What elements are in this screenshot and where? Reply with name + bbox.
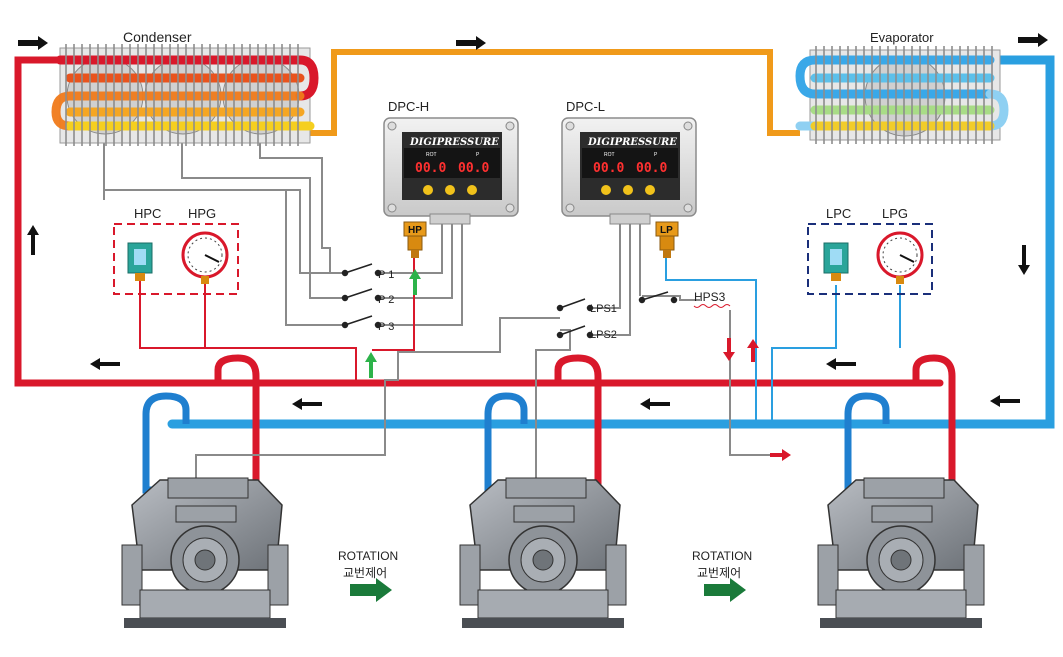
green-arrows (365, 269, 421, 378)
condenser (51, 44, 319, 146)
arrow-left-icon (292, 398, 322, 410)
rotation-1-label: ROTATION (338, 549, 398, 563)
up-button[interactable] (601, 185, 611, 195)
hpg-label: HPG (188, 206, 216, 221)
arrow-up-icon (747, 339, 759, 362)
lpc-switch (823, 242, 849, 274)
suction-loops (142, 392, 890, 494)
lps1-label: LPS1 (590, 303, 617, 315)
rotation-1-kr-label: 교번제어 (343, 566, 387, 580)
set-button[interactable] (645, 185, 655, 195)
rotation-2-kr-label: 교번제어 (697, 566, 741, 580)
relay-contacts (341, 263, 678, 339)
hps3-label: HPS3 (694, 290, 726, 304)
condenser-label: Condenser (123, 29, 192, 45)
dpc-h-rot-label: ROT (426, 152, 437, 158)
dpc-l-display-left: 00.0 (593, 161, 624, 176)
dpc-l-controller (561, 117, 697, 225)
dpc-l-brand: DIGIPRESSURE (587, 137, 677, 148)
arrow-left-icon (90, 358, 120, 370)
compressor-2 (459, 477, 627, 628)
dpc-h-display-left: 00.0 (415, 161, 446, 176)
arrow-down-icon (1018, 245, 1030, 275)
hpc-label: HPC (134, 206, 161, 221)
arrow-down-icon (723, 338, 735, 361)
down-button[interactable] (445, 185, 455, 195)
p3-label: P 3 (378, 321, 394, 333)
dpc-h-display-right: 00.0 (458, 161, 489, 176)
arrow-up-icon (409, 269, 421, 295)
arrow-left-icon (826, 358, 856, 370)
p2-label: P 2 (378, 294, 394, 306)
arrow-right-icon (456, 36, 486, 50)
up-button[interactable] (423, 185, 433, 195)
lps2-label: LPS2 (590, 329, 617, 341)
arrow-left-icon (640, 398, 670, 410)
lpc-lpg-box (807, 223, 933, 295)
arrow-right-icon (18, 36, 48, 50)
arrow-up-icon (27, 225, 39, 255)
dpc-l-p-label: P (654, 152, 658, 158)
down-button[interactable] (623, 185, 633, 195)
discharge-loops (214, 354, 956, 520)
flow-arrows (18, 33, 1048, 410)
lp-label: LP (660, 225, 673, 236)
hpc-hpg-box (113, 223, 239, 295)
dpc-l-buttons (601, 185, 655, 195)
rotation-2-label: ROTATION (692, 549, 752, 563)
set-button[interactable] (467, 185, 477, 195)
lp-sense-lines (665, 255, 901, 424)
hp-pressure-sensor (403, 221, 427, 258)
high-pressure-loop (14, 56, 944, 387)
p1-label: P 1 (378, 269, 394, 281)
arrow-right-icon (770, 449, 791, 461)
compressor-3 (817, 477, 985, 628)
red-arrows (723, 338, 791, 461)
evaporator-label: Evaporator (870, 30, 934, 45)
dpc-l-display-right: 00.0 (636, 161, 667, 176)
dpc-h-controller (383, 117, 519, 225)
low-pressure-loop (167, 55, 1055, 429)
rotation-arrow-icon (350, 578, 392, 602)
lp-pressure-sensor (655, 221, 679, 258)
arrow-left-icon (990, 395, 1020, 407)
lpc-label: LPC (826, 206, 851, 221)
liquid-line (310, 49, 800, 136)
dpc-l-label: DPC-L (566, 99, 605, 114)
dpc-h-buttons (423, 185, 477, 195)
hps3-underline (693, 304, 731, 308)
lpg-label: LPG (882, 206, 908, 221)
signal-wires (103, 140, 785, 478)
hp-label: HP (408, 225, 422, 236)
dpc-l-rot-label: ROT (604, 152, 615, 158)
dpc-h-brand: DIGIPRESSURE (409, 137, 499, 148)
arrow-up-icon (365, 352, 377, 378)
dpc-h-label: DPC-H (388, 99, 429, 114)
arrow-right-icon (1018, 33, 1048, 47)
compressor-1 (121, 477, 289, 628)
dpc-h-p-label: P (476, 152, 480, 158)
evaporator (795, 46, 1009, 144)
rotation-arrow-icon (704, 578, 746, 602)
